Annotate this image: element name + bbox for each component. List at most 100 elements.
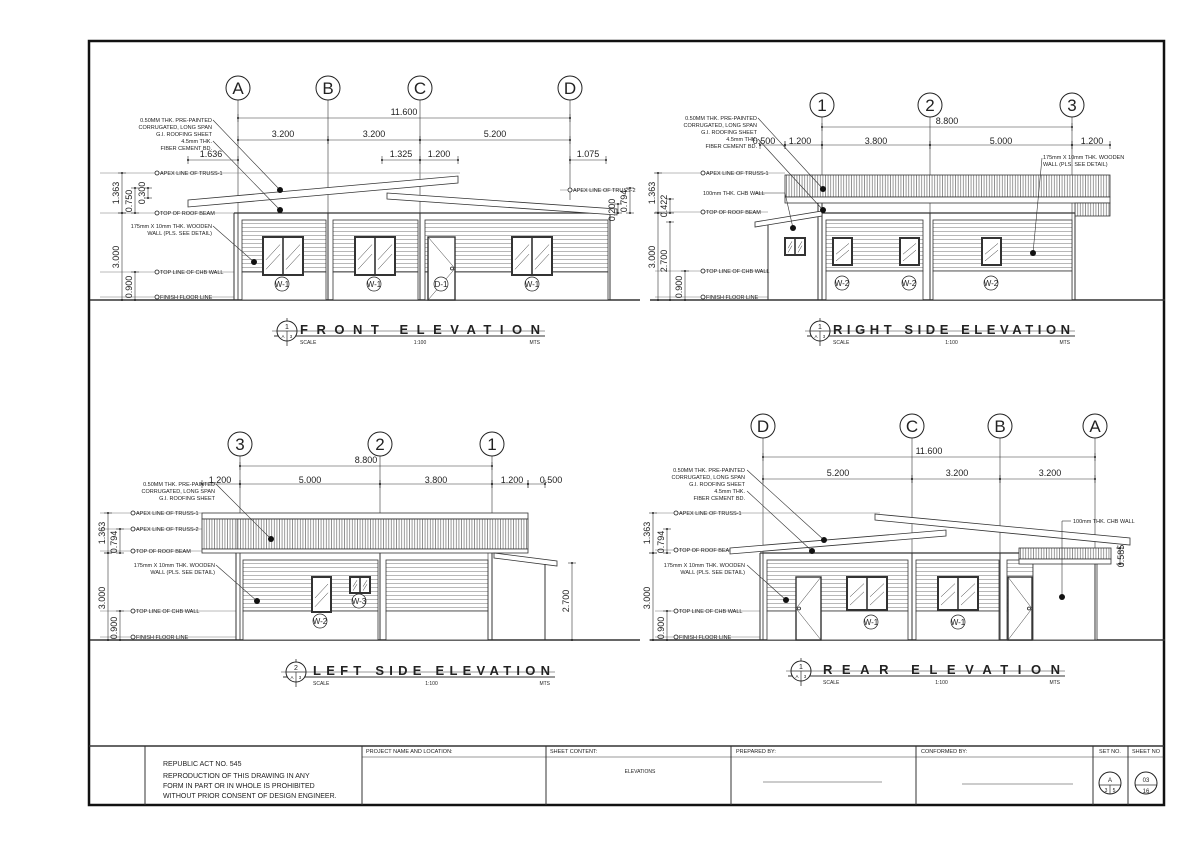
dimension-tick [929, 144, 931, 146]
window-tag-label: W-1 [951, 618, 966, 627]
grid-label: 1 [487, 435, 496, 454]
glass-hatch [902, 243, 917, 255]
level-label: FINISH FLOOR LINE [136, 635, 189, 641]
grid-label: D [564, 79, 576, 98]
level-label: TOP OF ROOF BEAM [706, 210, 761, 216]
set-letter: A [1108, 778, 1112, 784]
level-label: TOP OF ROOF BEAM [160, 211, 215, 217]
glass-hatch [265, 244, 281, 260]
dimension-tick [1109, 144, 1111, 146]
chb-wall [1032, 560, 1098, 641]
level-label: APEX LINE OF TRUSS-1 [706, 171, 769, 177]
leader-line [212, 119, 281, 191]
glass-hatch [352, 580, 358, 587]
level-marker-icon [673, 547, 679, 553]
door-swing [795, 576, 822, 609]
level-marker-icon [700, 268, 706, 274]
dimension-value: 0.300 [137, 182, 147, 205]
door-knob [797, 606, 801, 611]
dimension-tick [491, 483, 493, 485]
dimension-value: 3.800 [425, 475, 448, 485]
dimension-value: 1.363 [111, 182, 121, 205]
annotation-text: 100mm THK. CHB WALL [703, 191, 765, 197]
leader-dot [277, 207, 283, 213]
window-tag [950, 614, 966, 630]
leader-dot [820, 207, 826, 213]
grid-bubble [227, 431, 253, 457]
dimension-tick [119, 610, 121, 612]
annotation-text: 0.50MM THK. PRE-PAINTED [140, 118, 212, 124]
leader-line [212, 140, 281, 211]
leader-line [215, 564, 258, 602]
annotation-text: WALL (PLS. SEE DETAIL) [1043, 162, 1108, 168]
window-tag [863, 614, 879, 630]
window [311, 576, 332, 613]
annotation-text: FIBER CEMENT BD. [693, 496, 745, 502]
window-tag-label: D-1 [435, 280, 448, 289]
ref-page: 3 [290, 334, 293, 339]
scale-value: 1:100 [425, 681, 438, 687]
dimension-tick [147, 197, 149, 199]
level-label: APEX LINE OF TRUSS-1 [160, 171, 223, 177]
drawing-number: 1 [799, 664, 803, 671]
glass-hatch [352, 584, 358, 591]
conformed-by-label: CONFORMED BY: [921, 749, 968, 755]
dimension-tick [121, 212, 123, 214]
door-knob [1027, 606, 1031, 611]
leader-line [212, 225, 255, 263]
ref-page: 3 [804, 674, 807, 679]
dimension-tick [821, 144, 823, 146]
grid-bubble [750, 413, 776, 439]
grid-label: 2 [375, 435, 384, 454]
dimension-value: 5.000 [990, 136, 1013, 146]
level-label: APEX LINE OF TRUSS-1 [679, 511, 742, 517]
level-marker-icon [700, 170, 706, 176]
grid-label: B [322, 79, 333, 98]
dimension-tick [669, 221, 671, 223]
dimension-tick [201, 483, 203, 485]
dimension-value: 3.200 [946, 468, 969, 478]
scale-unit: MTS [1059, 340, 1070, 346]
dimension-value: 5.200 [827, 468, 850, 478]
dimension-value: 3.200 [1039, 468, 1062, 478]
elevation-title: REAR ELEVATION [823, 662, 1060, 677]
window [832, 237, 853, 266]
dimension-tick [629, 212, 631, 214]
dimension-tick [119, 552, 121, 554]
copyright-warning: WITHOUT PRIOR CONSENT OF DESIGN ENGINEER… [163, 793, 337, 800]
dimension-tick [1071, 126, 1073, 128]
level-marker-icon [673, 608, 679, 614]
scale-label: SCALE [823, 680, 840, 686]
annotation-text: WALL (PLS. SEE DETAIL) [147, 231, 212, 237]
grid-bubble [367, 431, 393, 457]
glass-hatch [835, 243, 850, 255]
leader-dot [821, 537, 827, 543]
roof-beam [1018, 558, 1112, 565]
leader-dot [790, 225, 796, 231]
dimension-tick [684, 270, 686, 272]
dimension-value: 1.363 [647, 182, 657, 205]
dimension-tick [605, 159, 607, 161]
leader-line [215, 483, 272, 540]
dimension-tick [657, 212, 659, 214]
dimension-value: 0.500 [753, 136, 776, 146]
sheet-content-label: SHEET CONTENT: [550, 749, 598, 755]
grid-label: C [414, 79, 426, 98]
glass-hatch [960, 583, 976, 597]
dimension-tick [657, 172, 659, 174]
leader-dot [251, 259, 257, 265]
dimension-tick [652, 552, 654, 554]
glass-hatch [357, 244, 373, 260]
level-marker-icon [567, 187, 573, 193]
leader-dot [1059, 594, 1065, 600]
level-marker-icon [130, 526, 136, 532]
dimension-tick [239, 483, 241, 485]
dimension-tick [239, 465, 241, 467]
annotation-text: 4.5mm THK. [181, 139, 212, 145]
dimension-value: 3.000 [97, 587, 107, 610]
grid-bubble [1082, 413, 1108, 439]
ref-sheet: A [795, 674, 798, 679]
set-left: 3 [1105, 788, 1108, 794]
dimension-value: 1.636 [200, 149, 223, 159]
annotation-text: CORRUGATED, LONG SPAN [672, 475, 745, 481]
